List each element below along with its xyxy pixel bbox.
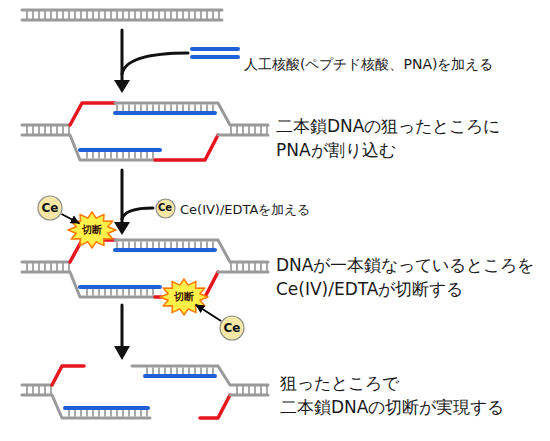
cerium-complex-circle: Ce xyxy=(155,198,176,219)
dna-strand xyxy=(22,272,155,297)
dna-strand xyxy=(218,134,268,137)
cleavage-burst: 切断 xyxy=(159,278,209,316)
base-pair-rungs xyxy=(82,289,158,296)
base-pair-rungs xyxy=(115,105,215,112)
cerium-complex-circle: Ce xyxy=(37,195,63,221)
invasion-complex xyxy=(22,240,268,297)
dna-strand xyxy=(22,9,222,12)
cut-fragment xyxy=(22,366,150,418)
base-pair-rungs xyxy=(22,263,70,271)
dna-strand xyxy=(22,261,70,264)
dna-strand xyxy=(22,135,155,160)
base-pair-rungs xyxy=(228,126,268,134)
pna-strand xyxy=(115,111,215,115)
invasion-complex xyxy=(22,103,268,160)
circle-shape xyxy=(38,196,62,220)
single-strand-region xyxy=(155,135,218,160)
cerium-complex-circle: Ce xyxy=(219,315,245,341)
base-pair-rungs xyxy=(228,263,268,271)
burst-shape xyxy=(160,279,208,315)
cleavage-label: 切断 xyxy=(174,292,194,302)
dna-strand xyxy=(115,240,268,262)
base-pair-rungs xyxy=(22,386,52,394)
base-pair-rungs xyxy=(66,410,148,417)
arrow-head xyxy=(114,346,130,360)
base-pair-rungs xyxy=(82,152,158,159)
cleavage-burst: 切断 xyxy=(67,211,117,249)
pna-strand xyxy=(145,374,215,378)
element-symbol: Ce xyxy=(42,202,59,214)
cleavage-label: 切断 xyxy=(82,225,102,235)
base-pair-rungs xyxy=(146,368,214,375)
cut-fragment xyxy=(132,366,268,418)
dna-strand xyxy=(115,103,268,125)
dna-strand xyxy=(22,384,52,387)
element-symbol: Ce xyxy=(158,203,172,213)
step-description: Ce(IV)/EDTAを加える xyxy=(180,201,400,219)
pna-strand xyxy=(80,148,160,152)
pna-strand xyxy=(80,285,160,289)
step-arrow xyxy=(121,305,124,348)
pna-strand xyxy=(192,47,238,51)
step-arrow-branch xyxy=(122,53,188,74)
single-strand-region xyxy=(70,103,115,125)
arrow-head xyxy=(114,222,130,235)
step-description: 狙ったところで 二本鎖DNAの切断が実現する xyxy=(280,372,542,420)
step-arrow-branch xyxy=(122,208,153,219)
element-symbol: Ce xyxy=(224,322,241,334)
step-description: DNAが一本鎖なっているところを Ce(IV)/EDTAが切断する xyxy=(276,254,548,302)
dna-strand xyxy=(22,124,70,127)
dna-strand xyxy=(218,271,268,274)
single-strand-region xyxy=(52,366,84,385)
pna-strand xyxy=(192,55,238,59)
pna-strand xyxy=(65,406,148,410)
burst-shape xyxy=(68,212,116,248)
step-description: 人工核酸(ペプチド核酸、PNA)を加える xyxy=(244,55,544,75)
dna-strand xyxy=(22,19,222,22)
base-pair-rungs xyxy=(22,126,70,134)
single-strand-region xyxy=(200,395,230,418)
dna-strand xyxy=(132,366,268,385)
arrow-head xyxy=(114,80,130,93)
circle-shape xyxy=(220,316,244,340)
dna-strand xyxy=(230,394,268,397)
circle-shape xyxy=(156,199,175,218)
base-pair-rungs xyxy=(232,386,268,394)
step-description: 二本鎖DNAの狙ったところに PNAが割り込む xyxy=(276,115,538,163)
reaction-arrow xyxy=(195,304,221,321)
base-pair-rungs xyxy=(115,242,215,249)
pna-strand xyxy=(115,248,215,252)
base-pair-rungs xyxy=(22,11,222,19)
dna-strand xyxy=(22,395,150,418)
